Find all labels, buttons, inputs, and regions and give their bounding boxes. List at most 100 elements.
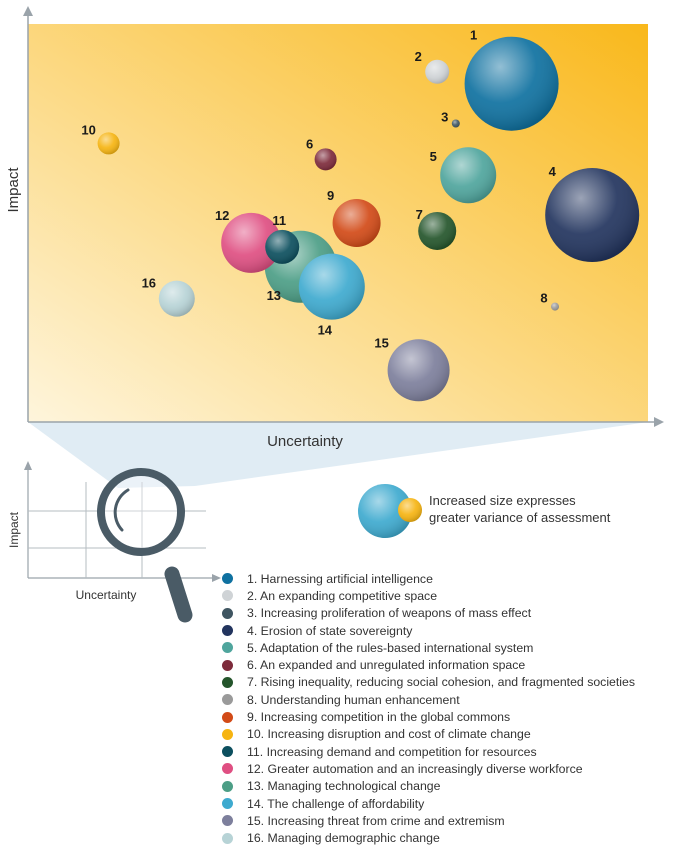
legend-label-11: 11. Increasing demand and competition fo… [247,744,537,759]
legend-label-15: 15. Increasing threat from crime and ext… [247,813,505,828]
bubble-3 [451,119,460,128]
bubble-shine-14 [298,253,365,320]
legend-dot-14 [222,798,233,809]
legend-dot-11 [222,746,233,758]
legend-dot-2 [222,590,233,602]
bubble-label-5: 5 [430,149,437,164]
zoom-cone [28,422,648,488]
legend-label-13: 13. Managing technological change [247,779,441,794]
legend-item-16: 16. Managing demographic change [222,829,682,846]
inset-chart: Impact Uncertainty [7,461,221,602]
bubble-label-16: 16 [142,276,156,291]
legend-label-3: 3. Increasing proliferation of weapons o… [247,606,532,621]
legend-item-8: 8. Understanding human enhancement [222,691,682,708]
bubble-label-7: 7 [416,207,423,222]
bubble-label-3: 3 [441,110,448,125]
bubble-shine-7 [418,211,457,250]
legend-item-2: 2. An expanding competitive space [222,587,682,604]
legend-label-10: 10. Increasing disruption and cost of cl… [247,727,531,742]
inset-x-label: Uncertainty [76,588,137,602]
legend-dot-7 [222,676,233,688]
legend-label-8: 8. Understanding human enhancement [247,692,460,707]
legend-label-14: 14. The challenge of affordability [247,796,425,811]
bubble-6 [314,148,337,171]
legend-dot-5 [222,642,233,654]
bubble-label-1: 1 [470,28,477,43]
bubble-shine-1 [464,36,559,131]
legend-dot-9 [222,711,233,723]
bubble-shine-6 [314,148,337,171]
inset-y-label: Impact [7,511,21,548]
bubble-11 [265,229,300,264]
bubble-label-10: 10 [81,122,95,137]
legend-label-16: 16. Managing demographic change [247,831,440,846]
y-axis-label: Impact [5,167,22,213]
legend-dot-13 [222,780,233,792]
legend-item-3: 3. Increasing proliferation of weapons o… [222,605,682,622]
bubble-shine-8 [551,302,559,311]
bubble-2 [425,59,450,84]
bubble-10 [97,132,120,155]
bubble-shine-2 [425,59,450,84]
legend-dot-8 [222,694,233,706]
legend-item-7: 7. Rising inequality, reducing social co… [222,674,682,691]
legend-item-13: 13. Managing technological change [222,778,682,795]
legend-label-9: 9. Increasing competition in the global … [247,710,511,725]
bubble-7 [418,211,457,250]
legend-item-4: 4. Erosion of state sovereignty [222,622,682,639]
bubble-shine-9 [332,199,381,247]
legend-dot-15 [222,815,233,827]
x-axis-label: Uncertainty [267,433,343,450]
bubble-4 [545,168,640,263]
size-note-line-1: Increased size expresses [429,493,576,508]
legend-item-6: 6. An expanded and unregulated informati… [222,656,682,673]
magnifier-icon [97,468,193,623]
bubble-label-14: 14 [318,323,333,338]
bubble-8 [551,302,559,311]
bubble-12 [221,212,282,273]
size-note-line-2: greater variance of assessment [429,510,611,525]
bubble-label-13: 13 [267,288,281,303]
bubble-label-9: 9 [327,188,334,203]
size-legend-icon [358,484,422,538]
legend-dot-1 [222,573,233,585]
bubble-shine-16 [158,280,195,317]
legend-item-14: 14. The challenge of affordability [222,795,682,812]
legend-label-7: 7. Rising inequality, reducing social co… [247,675,636,690]
bubble-label-6: 6 [306,136,313,151]
bubble-label-11: 11 [272,213,286,228]
bubble-5 [440,147,497,204]
legend-dot-6 [222,659,233,671]
bubble-shine-10 [97,132,120,155]
legend-dot-10 [222,728,233,740]
legend-label-6: 6. An expanded and unregulated informati… [247,658,526,673]
legend-item-11: 11. Increasing demand and competition fo… [222,743,682,760]
bubble-14 [298,253,365,320]
bubble-label-2: 2 [415,49,422,64]
bubble-shine-11 [265,229,300,264]
legend-item-10: 10. Increasing disruption and cost of cl… [222,726,682,743]
bubble-15 [387,339,450,402]
legend-label-4: 4. Erosion of state sovereignty [247,623,413,638]
bubble-9 [332,199,381,247]
bubble-label-8: 8 [540,291,547,306]
bubble-shine-15 [387,339,450,402]
size-note: Increased size expresses greater varianc… [429,492,610,526]
legend-label-2: 2. An expanding competitive space [247,588,438,603]
bubble-shine-4 [545,168,640,263]
bubble-shine-12 [221,212,282,273]
legend-item-1: 1. Harnessing artificial intelligence [222,570,682,587]
bubble-label-12: 12 [215,208,229,223]
legend-item-5: 5. Adaptation of the rules-based interna… [222,639,682,656]
legend-dot-12 [222,763,233,775]
legend-item-12: 12. Greater automation and an increasing… [222,760,682,777]
bubble-label-4: 4 [549,164,557,179]
legend-label-5: 5. Adaptation of the rules-based interna… [247,640,534,655]
main-axes [23,6,664,427]
bubble-shine-5 [440,147,497,204]
legend-item-15: 15. Increasing threat from crime and ext… [222,812,682,829]
bubble-shine-3 [451,119,460,128]
